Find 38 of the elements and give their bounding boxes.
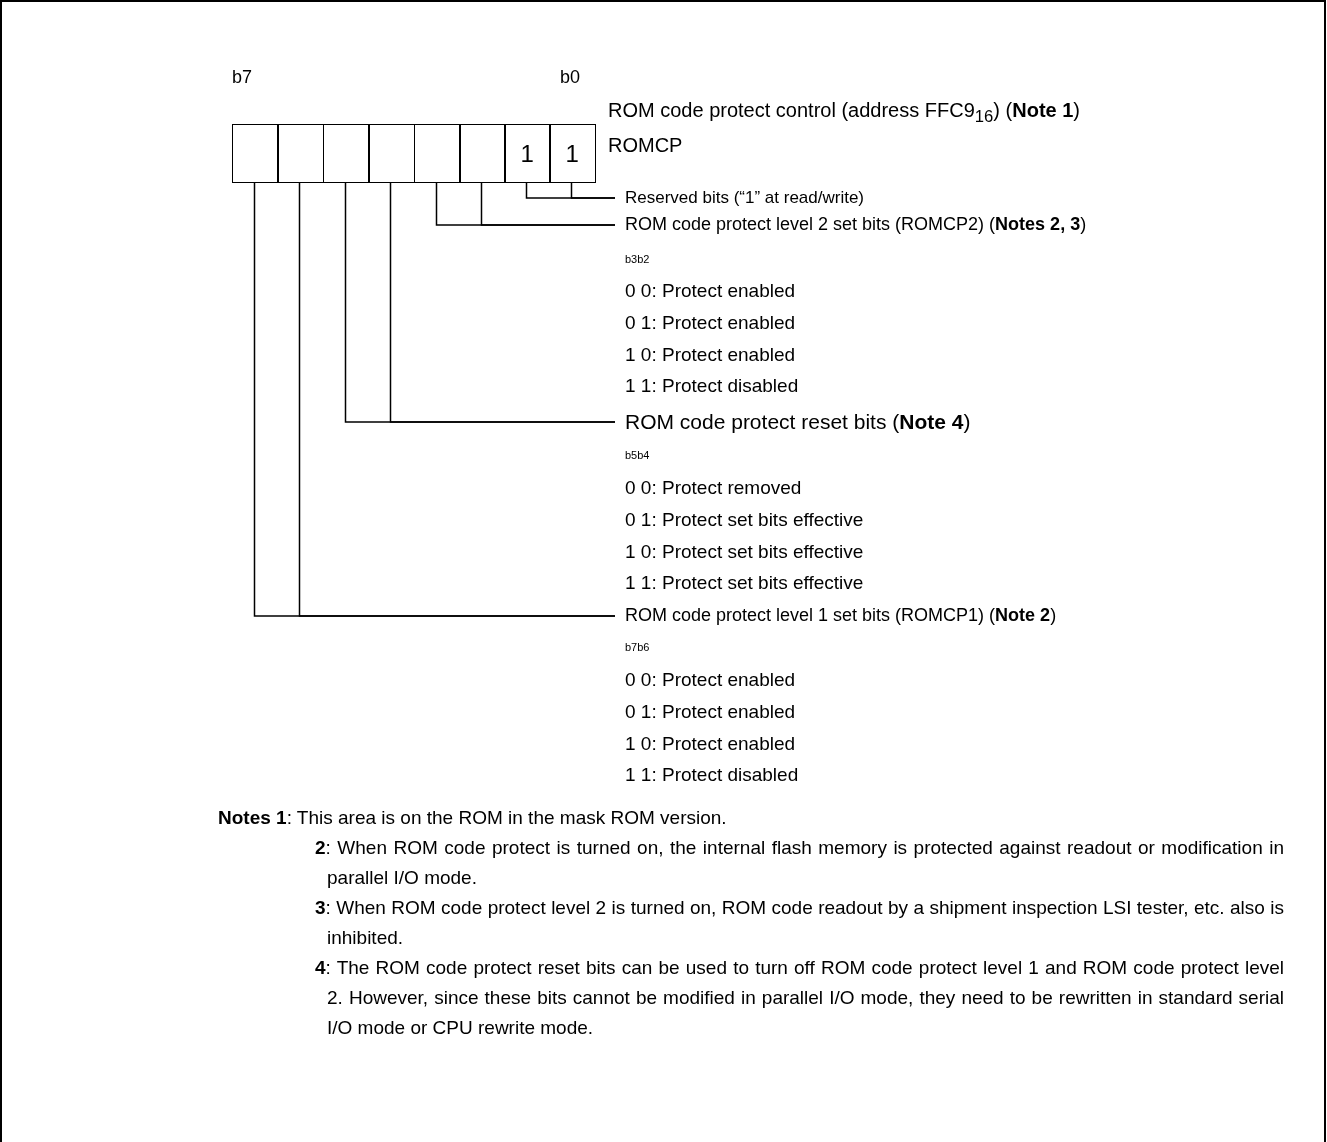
field-label: ROM code protect level 1 set bits (ROMCP1) (Note 2) <box>625 605 1057 627</box>
bit-option: 0 1: Protect enabled <box>625 311 796 335</box>
bit-cell: 1 <box>504 124 551 183</box>
bit-cell <box>323 124 370 183</box>
bit-option: 0 1: Protect set bits effective <box>625 508 864 532</box>
footnote: Notes 1: This area is on the ROM in the mask ROM version. <box>218 806 728 830</box>
bit-option: 1 1: Protect disabled <box>625 763 799 787</box>
register-symbol: ROMCP <box>608 133 683 157</box>
leader-line <box>344 182 616 423</box>
bit-number: b7 <box>232 67 253 89</box>
bit-option: 0 0: Protect removed <box>625 476 802 500</box>
bit-cell: 1 <box>549 124 596 183</box>
bit-option: 1 0: Protect set bits effective <box>625 540 864 564</box>
footnote: 4: The ROM code protect reset bits can be used to turn off ROM code protect level 1 and ROM code protect level 2. However, since these bits cannot be modified in parallel I/O mode, they need to be rewritten in standard serial I/O mode or CPU rewrite mode. <box>315 956 1284 1040</box>
bit-option: 1 1: Protect set bits effective <box>625 571 864 595</box>
bit-option: 0 0: Protect enabled <box>625 279 796 303</box>
bit-number: b0 <box>560 67 581 89</box>
register-title: ROM code protect control (address FFC9$_{16}$) (Note 1) <box>608 98 1080 128</box>
bit-option: 1 1: Protect disabled <box>625 374 799 398</box>
bit-option: 1 0: Protect enabled <box>625 732 796 756</box>
field-label: Reserved bits (“1” at read/write) <box>625 187 865 209</box>
bit-option: 1 0: Protect enabled <box>625 343 796 367</box>
bit-header: b5b4 <box>625 449 650 463</box>
field-label: ROM code protect level 2 set bits (ROMCP2) (Notes 2, 3) <box>625 214 1087 236</box>
bit-header: b3b2 <box>625 253 650 267</box>
bit-cell <box>368 124 415 183</box>
bit-header: b7b6 <box>625 641 650 655</box>
field-label: ROM code protect reset bits (Note 4) <box>625 409 971 435</box>
footnote: 2: When ROM code protect is turned on, the internal flash memory is protected against readout or modification in parallel I/O mode. <box>315 836 1284 890</box>
leader-line <box>525 182 616 199</box>
bit-cell <box>414 124 461 183</box>
bit-cell <box>232 124 279 183</box>
bit-cell <box>459 124 506 183</box>
bit-option: 0 1: Protect enabled <box>625 700 796 724</box>
leader-line <box>435 182 616 226</box>
footnote: 3: When ROM code protect level 2 is turned on, ROM code readout by a shipment inspection LSI tester, etc. also is inhibited. <box>315 896 1284 950</box>
bit-option: 0 0: Protect enabled <box>625 668 796 692</box>
bit-cell <box>277 124 324 183</box>
